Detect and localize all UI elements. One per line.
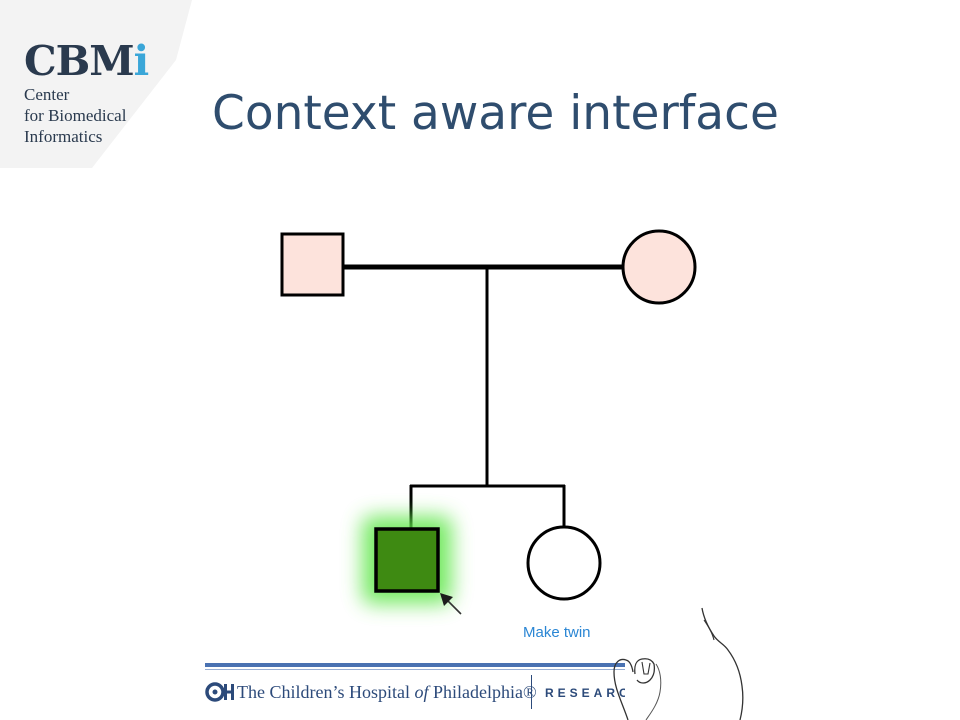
- mouse-cursor-icon: [440, 593, 462, 615]
- footer-research: RESEARCH: [545, 686, 625, 700]
- cbmi-logo: CBMi Center for Biomedical Informatics: [24, 38, 194, 158]
- logo-mark-main: CBM: [24, 37, 135, 85]
- footer-rule: [205, 663, 625, 667]
- cbmi-logo-mark: CBMi: [24, 38, 194, 84]
- make-twin-option[interactable]: Make twin: [523, 624, 591, 641]
- hospital-name-of: of: [414, 682, 429, 702]
- hospital-name-part1: The Children’s Hospital: [237, 682, 415, 702]
- logo-line-biomedical: for Biomedical: [24, 106, 127, 125]
- footer-hospital-name: The Children’s Hospital of Philadelphia®: [237, 681, 537, 703]
- logo-line-informatics: Informatics: [24, 127, 103, 146]
- logo-line-center: Center: [24, 85, 70, 104]
- chop-logo-icon: [205, 682, 234, 702]
- footer-banner: The Children’s Hospital of Philadelphia®…: [205, 663, 665, 720]
- daughter-node[interactable]: [526, 525, 602, 601]
- son-node-selected[interactable]: [374, 527, 440, 593]
- hand-pointer-icon: [613, 607, 744, 720]
- father-node[interactable]: [280, 232, 345, 297]
- footer-rule-thin: [205, 669, 625, 670]
- footer-divider: [531, 675, 532, 709]
- mother-node[interactable]: [621, 229, 697, 305]
- logo-mark-accent: i: [133, 37, 150, 85]
- slide-title: Context aware interface: [212, 86, 779, 141]
- hospital-name-part2: Philadelphia®: [428, 682, 537, 702]
